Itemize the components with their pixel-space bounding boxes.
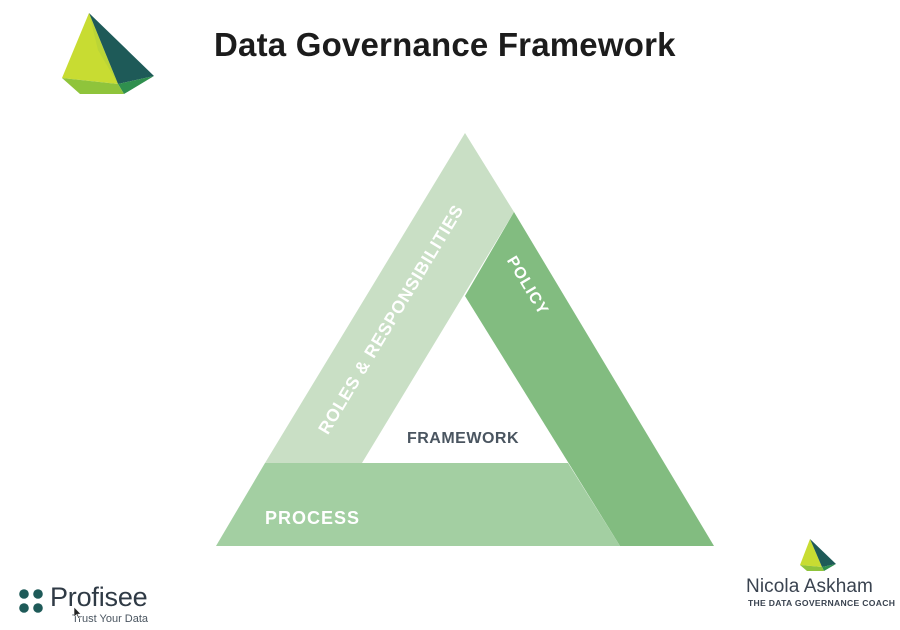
process-label: PROCESS	[265, 508, 360, 528]
green-triangle-logo-icon	[62, 13, 154, 94]
mouse-pointer-icon	[74, 607, 82, 619]
four-dots-logo-icon	[19, 589, 43, 613]
small-triangle-logo-icon	[800, 539, 836, 571]
coach-name: Nicola Askham	[746, 576, 873, 597]
coach-tagline: THE DATA GOVERNANCE COACH	[748, 598, 896, 608]
profisee-tagline: Trust Your Data	[72, 613, 149, 625]
policy-segment	[465, 212, 714, 546]
slide-title: Data Governance Framework	[214, 26, 676, 63]
framework-label: FRAMEWORK	[407, 430, 519, 447]
roles-segment	[265, 133, 514, 463]
profisee-brand-name: Profisee	[50, 582, 148, 612]
process-segment	[216, 463, 620, 546]
